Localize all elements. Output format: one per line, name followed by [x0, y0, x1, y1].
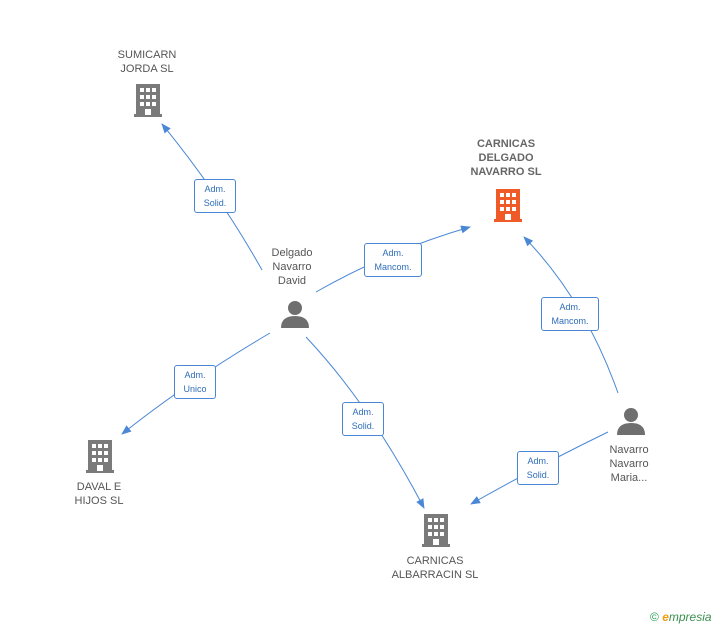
edge-label-line: Mancom. [374, 262, 412, 272]
node-label-line: Delgado [271, 247, 313, 259]
node-label-line: ALBARRACIN SL [391, 569, 479, 581]
edge-label-line: Adm. [382, 248, 404, 258]
node-label-carnicas-albarracin[interactable]: CARNICAS ALBARRACIN SL [392, 554, 479, 582]
person-icon[interactable] [617, 408, 645, 435]
edge-label-adm-solid[interactable]: Adm. Solid. [194, 179, 236, 213]
edge-label-line: Adm. [204, 184, 226, 194]
node-label-line: Navarro [609, 458, 649, 470]
node-label-carnicas-delgado[interactable]: CARNICAS DELGADO NAVARRO SL [470, 137, 541, 179]
copyright-icon: © [650, 610, 659, 624]
edge-label-adm-solid[interactable]: Adm. Solid. [517, 451, 559, 485]
node-label-line: HIJOS SL [74, 495, 124, 507]
edge-label-adm-solid[interactable]: Adm. Solid. [342, 402, 384, 436]
edge-label-line: Mancom. [551, 316, 589, 326]
node-label-line: Navarro [609, 444, 649, 456]
node-label-line: Navarro [272, 261, 312, 273]
footer-brand[interactable]: © empresia [650, 610, 712, 624]
node-label-line: DELGADO [478, 152, 534, 164]
node-label-line: NAVARRO SL [470, 166, 542, 178]
edge-label-line: Solid. [526, 470, 550, 480]
edge-label-line: Adm. [527, 456, 549, 466]
node-label-line: DAVAL E [76, 481, 122, 493]
node-label-line: SUMICARN [117, 49, 177, 61]
brand-logo-text: mpresia [668, 610, 712, 624]
edge-label-adm-mancom[interactable]: Adm. Mancom. [364, 243, 422, 277]
edge-label-adm-unico[interactable]: Adm. Unico [174, 365, 216, 399]
building-icon[interactable] [86, 440, 114, 473]
node-label-daval[interactable]: DAVAL E HIJOS SL [75, 480, 124, 508]
person-icon[interactable] [281, 301, 309, 328]
edge-label-line: Unico [183, 384, 207, 394]
brand-logo-initial: e [662, 610, 669, 624]
node-label-line: CARNICAS [406, 555, 464, 567]
node-label-navarro-maria[interactable]: Navarro Navarro Maria... [609, 443, 648, 485]
building-icon[interactable] [494, 189, 522, 222]
edge-label-line: Adm. [352, 407, 374, 417]
building-icon[interactable] [422, 514, 450, 547]
node-label-line: CARNICAS [476, 138, 536, 150]
node-label-delgado-david[interactable]: Delgado Navarro David [272, 246, 313, 288]
node-label-line: JORDA SL [120, 63, 174, 75]
node-label-line: David [277, 275, 307, 287]
edge-label-adm-mancom[interactable]: Adm. Mancom. [541, 297, 599, 331]
edge-label-line: Adm. [559, 302, 581, 312]
edge-label-line: Adm. [184, 370, 206, 380]
node-label-line: Maria... [610, 472, 648, 484]
building-icon[interactable] [134, 84, 162, 117]
node-label-sumicarn[interactable]: SUMICARN JORDA SL [118, 48, 177, 76]
edge-label-line: Solid. [203, 198, 227, 208]
edge-label-line: Solid. [351, 421, 375, 431]
